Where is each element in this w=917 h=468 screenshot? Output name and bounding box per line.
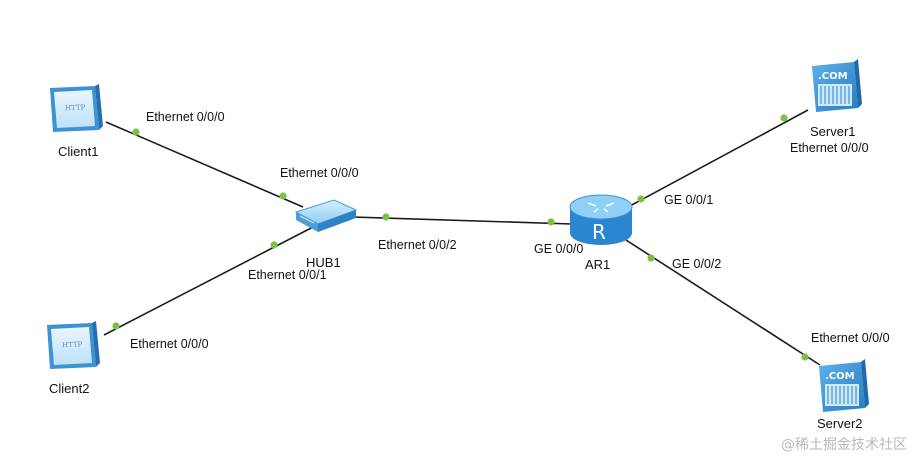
server-icon: .COM xyxy=(812,59,862,112)
port-dot[interactable] xyxy=(382,213,390,221)
client1-label: Client1 xyxy=(58,144,99,159)
ar1-device[interactable]: R xyxy=(569,194,633,245)
port-label: Ethernet 0/0/0 xyxy=(811,331,890,345)
port-label: GE 0/0/0 xyxy=(534,242,584,256)
client-pc-icon: HTTP xyxy=(47,321,100,369)
port-dot[interactable] xyxy=(647,254,655,262)
hub-icon xyxy=(294,199,358,232)
port-dot[interactable] xyxy=(547,218,555,226)
port-dot[interactable] xyxy=(270,241,278,249)
port-label: Ethernet 0/0/0 xyxy=(130,337,209,351)
link-ar1-server1[interactable] xyxy=(627,109,809,208)
svg-text:R: R xyxy=(592,220,606,244)
server1-device[interactable]: .COM xyxy=(812,59,862,112)
client2-label: Client2 xyxy=(49,381,90,396)
port-dot[interactable] xyxy=(637,195,645,203)
link-ar1-server2[interactable] xyxy=(625,239,821,366)
port-label: Ethernet 0/0/1 xyxy=(248,268,327,282)
client1-device[interactable]: HTTP xyxy=(50,84,103,132)
hub1-label: HUB1 xyxy=(306,255,341,270)
watermark: @稀土掘金技术社区 xyxy=(781,437,907,453)
port-label: GE 0/0/2 xyxy=(672,257,722,271)
port-label: Ethernet 0/0/0 xyxy=(280,166,359,180)
server2-device[interactable]: .COM xyxy=(819,359,869,412)
port-label: Ethernet 0/0/0 xyxy=(790,141,869,155)
port-dot[interactable] xyxy=(801,353,809,361)
port-dot[interactable] xyxy=(279,192,287,200)
port-label: Ethernet 0/0/0 xyxy=(146,110,225,124)
server2-label: Server2 xyxy=(817,416,863,431)
link-client2-hub1[interactable] xyxy=(103,225,316,336)
hub1-device[interactable] xyxy=(294,199,358,232)
links xyxy=(103,109,821,366)
svg-text:HTTP: HTTP xyxy=(65,104,86,113)
port-dot[interactable] xyxy=(112,322,120,330)
svg-text:.COM: .COM xyxy=(825,371,855,382)
client2-device[interactable]: HTTP xyxy=(47,321,100,369)
link-client1-hub1[interactable] xyxy=(105,121,304,208)
port-dots xyxy=(112,114,809,361)
client-pc-icon: HTTP xyxy=(50,84,103,132)
server1-label: Server1 xyxy=(810,124,856,139)
svg-text:.COM: .COM xyxy=(818,71,848,82)
server-icon: .COM xyxy=(819,359,869,412)
port-dot[interactable] xyxy=(780,114,788,122)
router-icon: R xyxy=(569,194,633,245)
port-label: GE 0/0/1 xyxy=(664,193,714,207)
port-label: Ethernet 0/0/2 xyxy=(378,238,457,252)
svg-text:HTTP: HTTP xyxy=(62,341,83,350)
ar1-label: AR1 xyxy=(585,257,611,272)
port-dot[interactable] xyxy=(132,128,140,136)
